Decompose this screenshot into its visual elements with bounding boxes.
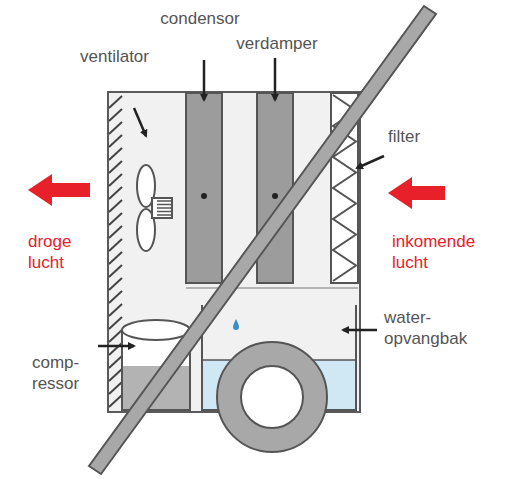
leader-arrow (203, 60, 206, 100)
leader-arrow (343, 329, 377, 332)
water-drop (233, 319, 239, 330)
part-label: ventilator (80, 46, 149, 67)
grille-slat (109, 382, 122, 394)
fan-hub (152, 198, 172, 218)
hub-stripes (157, 201, 171, 215)
coil-dot (272, 193, 278, 199)
leader-arrow (134, 108, 146, 136)
handle (89, 6, 436, 474)
grille-slat (109, 330, 122, 342)
air-in-arrow (388, 177, 445, 209)
hub-stripe (157, 211, 171, 213)
airflow-label: inkomende lucht (392, 231, 475, 273)
leader-arrow (274, 58, 277, 100)
leader-arrow (98, 345, 134, 348)
grille-slat (109, 187, 122, 199)
shelf-line (186, 287, 358, 289)
grille-slat (109, 304, 122, 316)
part-label: filter (388, 126, 420, 147)
grille-slat (109, 239, 122, 251)
grille-slats (109, 96, 122, 407)
grille-slat (109, 395, 122, 407)
grille-slat (109, 122, 122, 134)
grille-slat (109, 96, 122, 108)
condensor-coil (186, 93, 222, 283)
part-label: condensor (160, 8, 239, 29)
evaporator-coil (257, 93, 293, 283)
grille-slat (109, 356, 122, 368)
air-out-arrow (28, 174, 90, 206)
fan (137, 165, 172, 251)
compressor-top (122, 330, 190, 340)
part-label: comp- ressor (32, 352, 79, 394)
coil-dot (201, 193, 207, 199)
grille-slat (109, 109, 122, 121)
grille-slat (109, 291, 122, 303)
grille-slat (109, 174, 122, 186)
grille-slat (109, 135, 122, 147)
hub-stripe (157, 207, 171, 209)
grille-slat (109, 213, 122, 225)
leader-arrow (357, 156, 384, 168)
grille-slat (109, 148, 122, 160)
hub-stripe (157, 204, 171, 206)
grille-slat (109, 161, 122, 173)
part-label: water- opvangbak (384, 307, 467, 349)
part-label: verdamper (236, 33, 317, 54)
wheel-hub (241, 366, 303, 428)
grille-slat (109, 226, 122, 238)
grille-slat (109, 369, 122, 381)
grille-slat (109, 252, 122, 264)
hub-stripe (157, 200, 171, 202)
airflow-label: droge lucht (28, 231, 71, 273)
grille-slat (109, 317, 122, 329)
grille-slat (109, 265, 122, 277)
grille-slat (109, 278, 122, 290)
hub-stripe (157, 214, 171, 216)
wheel (217, 342, 327, 452)
grille-slat (109, 200, 122, 212)
